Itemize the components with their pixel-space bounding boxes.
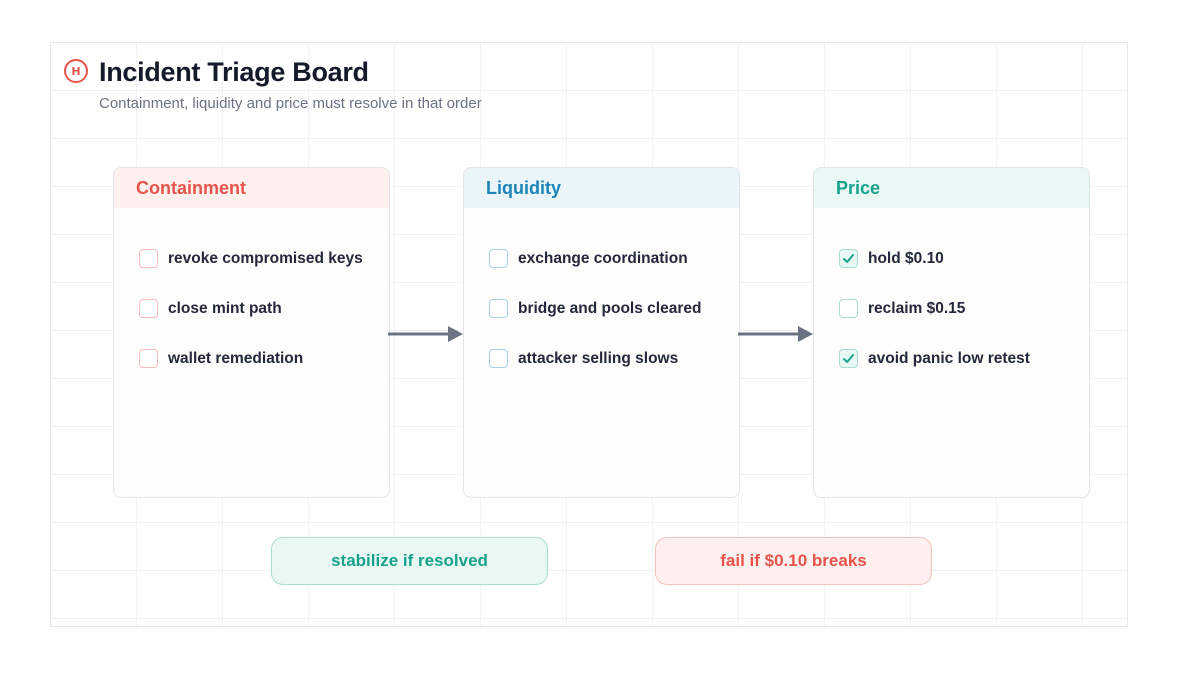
- checkbox-unchecked[interactable]: [839, 299, 858, 318]
- checklist-item: hold $0.10: [814, 248, 1089, 298]
- board-subtitle: Containment, liquidity and price must re…: [99, 95, 482, 112]
- flow-arrow-containment-to-liquidity: [388, 326, 463, 342]
- flow-arrow-liquidity-to-price: [738, 326, 813, 342]
- column-items: hold $0.10 reclaim $0.15 avoid panic low r…: [814, 208, 1089, 398]
- column-items: exchange coordination bridge and pools cl…: [464, 208, 739, 398]
- check-icon: [843, 354, 854, 363]
- checkbox-checked[interactable]: [839, 249, 858, 268]
- checklist-item: wallet remediation: [114, 348, 389, 398]
- checklist-item: exchange coordination: [464, 248, 739, 298]
- checklist-item-label: hold $0.10: [868, 250, 944, 267]
- checkbox-unchecked[interactable]: [139, 249, 158, 268]
- checklist-item: reclaim $0.15: [814, 298, 1089, 348]
- checklist-item: bridge and pools cleared: [464, 298, 739, 348]
- checklist-item-label: attacker selling slows: [518, 350, 679, 367]
- checklist-item-label: close mint path: [168, 300, 282, 317]
- checkbox-unchecked[interactable]: [489, 349, 508, 368]
- column-items: revoke compromised keys close mint path wa…: [114, 208, 389, 398]
- column-title: Price: [814, 168, 1089, 208]
- column-price: Price hold $0.10 reclaim $0.15 avoid panic…: [813, 167, 1090, 498]
- checklist-item: revoke compromised keys: [114, 248, 389, 298]
- checklist-item: close mint path: [114, 298, 389, 348]
- logo-h-icon: H: [64, 59, 88, 83]
- checklist-item-label: reclaim $0.15: [868, 300, 966, 317]
- outcome-stabilize-badge: stabilize if resolved: [271, 537, 548, 585]
- column-liquidity: Liquidity exchange coordination bridge an…: [463, 167, 740, 498]
- column-title: Liquidity: [464, 168, 739, 208]
- checklist-item-label: avoid panic low retest: [868, 350, 1030, 367]
- checklist-item-label: exchange coordination: [518, 250, 688, 267]
- outcome-fail-badge: fail if $0.10 breaks: [655, 537, 932, 585]
- column-title: Containment: [114, 168, 389, 208]
- triage-board: H Incident Triage Board Containment, liq…: [50, 42, 1128, 627]
- checkbox-unchecked[interactable]: [139, 349, 158, 368]
- checklist-item-label: bridge and pools cleared: [518, 300, 702, 317]
- checkbox-unchecked[interactable]: [489, 249, 508, 268]
- board-title: Incident Triage Board: [99, 57, 369, 87]
- column-containment: Containment revoke compromised keys close…: [113, 167, 390, 498]
- checkbox-checked[interactable]: [839, 349, 858, 368]
- checklist-item: avoid panic low retest: [814, 348, 1089, 398]
- checklist-item-label: revoke compromised keys: [168, 250, 363, 267]
- checkbox-unchecked[interactable]: [139, 299, 158, 318]
- check-icon: [843, 254, 854, 263]
- checklist-item-label: wallet remediation: [168, 350, 304, 367]
- checkbox-unchecked[interactable]: [489, 299, 508, 318]
- checklist-item: attacker selling slows: [464, 348, 739, 398]
